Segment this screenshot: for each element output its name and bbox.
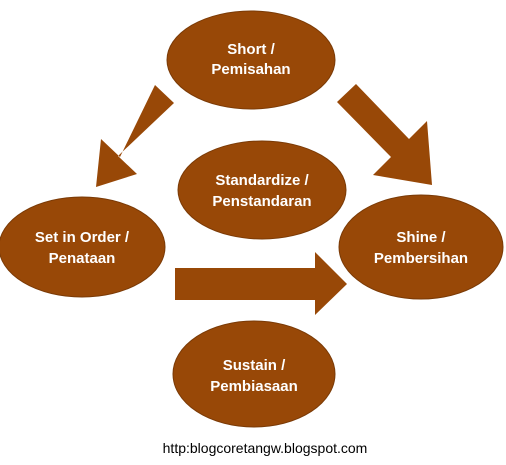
node-standardize-label-line1: Standardize / [215, 172, 309, 189]
node-shine-label-line1: Shine / [396, 229, 446, 246]
node-standardize: Standardize / Penstandaran [177, 140, 347, 240]
node-short-label-line2: Pemisahan [211, 61, 290, 78]
arrow-short-to-set-in-order [96, 85, 174, 187]
node-sustain-label-line2: Pembiasaan [210, 378, 298, 395]
node-sustain: Sustain / Pembiasaan [172, 320, 336, 428]
arrow-set-in-order-to-shine [175, 252, 347, 315]
node-short: Short / Pemisahan [166, 10, 336, 110]
node-shine: Shine / Pembersihan [338, 194, 504, 300]
node-set-in-order-label-line1: Set in Order / [35, 229, 130, 246]
node-standardize-label-line2: Penstandaran [212, 193, 311, 210]
node-short-label-line1: Short / [227, 41, 275, 58]
arrow-short-to-shine [337, 84, 432, 185]
node-shine-label-line2: Pembersihan [374, 250, 468, 267]
node-set-in-order: Set in Order / Penataan [0, 196, 166, 298]
node-sustain-label-line1: Sustain / [223, 357, 286, 374]
footer-url: http:blogcoretangw.blogspot.com [163, 440, 368, 456]
node-set-in-order-label-line2: Penataan [49, 250, 116, 267]
